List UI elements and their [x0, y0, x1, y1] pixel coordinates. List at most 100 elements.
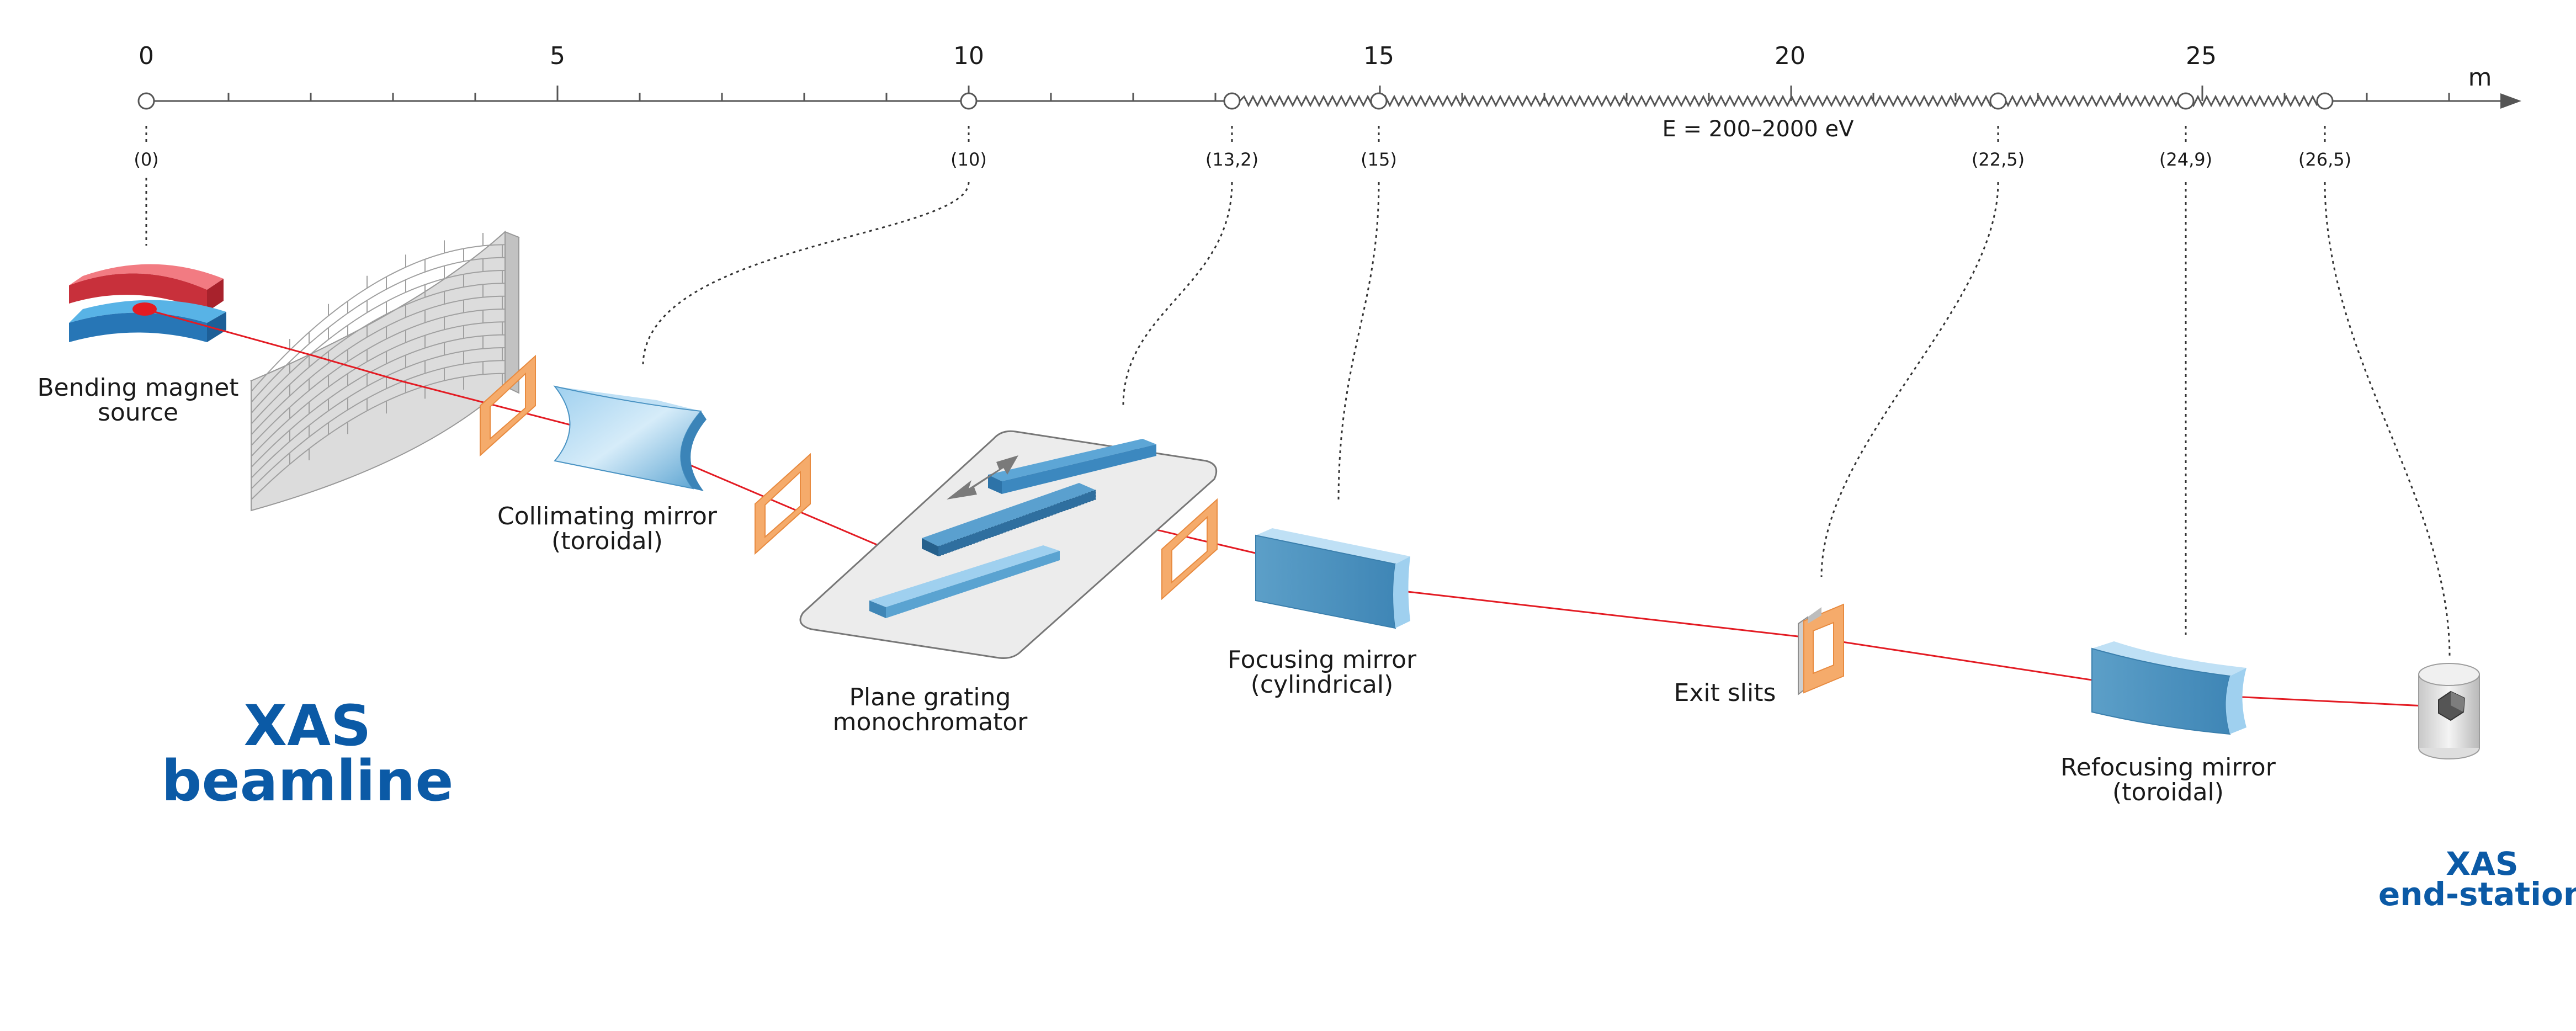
position-label-24-9: (24,9)	[2159, 149, 2212, 170]
wall-brick-course	[251, 283, 506, 424]
collimating-mirror	[553, 385, 707, 491]
axis-tick-label-10: 10	[953, 42, 984, 70]
magnet-upper-pole	[69, 264, 224, 290]
leader-line-26-5	[2324, 126, 2451, 657]
collimating-label-line1: Collimating mirror	[497, 502, 718, 530]
leader-line-10	[642, 126, 970, 365]
aperture-3-frame	[1161, 498, 1218, 600]
source-label-line1: Bending magnet	[37, 374, 238, 402]
aperture-1-frame	[480, 354, 536, 457]
focusing-mirror	[1255, 528, 1410, 629]
chamber-top	[2418, 663, 2480, 686]
magnet-lower-pole-side	[69, 312, 207, 342]
axis-tick-label-20: 20	[1775, 42, 1805, 70]
bending-magnet	[69, 264, 226, 342]
axis-tick-label-0: 0	[139, 42, 154, 70]
grating-mirror-top	[869, 545, 1060, 607]
wall-brick-course	[251, 295, 506, 435]
magnet-upper-pole-side	[69, 273, 207, 312]
refocusing-label-line1: Refocusing mirror	[2060, 753, 2276, 782]
position-label-0: (0)	[134, 149, 158, 170]
axis-marker-15	[1370, 92, 1388, 110]
collimating-mirror-top	[555, 386, 701, 411]
axis-marker-13-2	[1223, 92, 1241, 110]
wall-brick-course	[251, 373, 506, 501]
exit-slits-aperture	[1813, 621, 1834, 674]
axis-wavy-segment	[1239, 94, 2318, 108]
premirror-side	[1002, 444, 1156, 494]
wall-brick-course	[251, 309, 506, 447]
grating-top	[922, 483, 1096, 546]
grating-label-line2: monochromator	[833, 708, 1028, 736]
grating-monochromator	[799, 430, 1218, 659]
leader-line-15	[1337, 126, 1380, 503]
axis-unit: m	[2468, 63, 2492, 92]
focusing-mirror-top	[1256, 528, 1410, 564]
diffraction-grating	[922, 483, 1096, 557]
collimating-mirror-surface	[553, 385, 702, 490]
wall-brick-course	[251, 347, 506, 479]
focusing-label-line2: (cylindrical)	[1251, 671, 1394, 699]
grating-mirror-side	[886, 551, 1060, 618]
axis-marker-26-5	[2316, 92, 2334, 110]
axis-tick-label-5: 5	[550, 42, 565, 70]
wall-bricks	[251, 233, 506, 501]
collimating-mirror-end	[681, 411, 707, 491]
magnet-lower-pole-end	[207, 312, 226, 342]
diagram-title-line2: beamline	[161, 748, 453, 814]
grating-label-line1: Plane grating	[849, 683, 1011, 711]
aperture-2	[755, 453, 811, 555]
grating-mirror	[869, 545, 1060, 618]
premirror-top	[988, 439, 1156, 481]
refocusing-mirror-top	[2092, 641, 2246, 676]
aperture-2-frame	[755, 453, 811, 555]
position-label-15: (15)	[1361, 149, 1397, 170]
axis-tick-label-25: 25	[2186, 42, 2217, 70]
rotation-arrow-icon	[947, 455, 1018, 499]
magnet-upper-pole-end	[207, 279, 224, 312]
endstation-label-line2: end-station	[2378, 875, 2576, 913]
refocusing-label-line2: (toroidal)	[2112, 778, 2224, 806]
grating-side	[938, 490, 1096, 557]
end-station-chamber	[2418, 663, 2480, 759]
axis-marker-22-5	[1989, 92, 2007, 110]
axis-minor-ticks	[227, 86, 2450, 101]
refocusing-mirror-end	[2226, 668, 2246, 734]
wall-brick-course	[251, 321, 506, 457]
endstation-label-line1: XAS	[2446, 845, 2518, 883]
premirror-front	[988, 475, 1002, 494]
position-label-26-5: (26,5)	[2298, 149, 2351, 170]
grating-mirror-front	[869, 600, 886, 618]
diagram-title-line1: XAS	[243, 693, 371, 759]
exit-slits-back	[1808, 607, 1821, 624]
position-label-10: (10)	[950, 149, 987, 170]
shielding-wall	[249, 230, 520, 512]
aperture-1	[480, 354, 536, 457]
grating-front	[922, 538, 938, 556]
leader-line-13-2	[1122, 126, 1233, 406]
leader-lines	[145, 126, 2451, 657]
position-label-22-5: (22,5)	[1972, 149, 2025, 170]
leader-line-22-5	[1820, 126, 1999, 577]
axis-arrow-icon	[2500, 93, 2521, 109]
distance-axis: 0 5 10 15 20 25 m E = 200–2000 eV (0) (1…	[134, 42, 2521, 170]
wall-brick-course	[251, 360, 506, 490]
wall-brick-course	[251, 334, 506, 468]
sample-icon-face	[2451, 692, 2465, 712]
refocusing-mirror	[2091, 641, 2246, 735]
axis-marker-0	[137, 92, 155, 110]
axis-marker-24-9	[2177, 92, 2195, 110]
premirror	[988, 439, 1156, 494]
wall-brick-course	[251, 270, 506, 414]
wall-brick-course	[251, 257, 506, 403]
focusing-mirror-end	[1393, 556, 1410, 628]
aperture-3	[1161, 498, 1218, 600]
focusing-label-line1: Focusing mirror	[1228, 646, 1417, 674]
source-label-line2: source	[98, 398, 178, 427]
collimating-label-line2: (toroidal)	[551, 527, 663, 555]
wall-end	[504, 231, 519, 394]
position-label-13-2: (13,2)	[1205, 149, 1258, 170]
wall-brick-course	[251, 244, 506, 392]
axis-tick-label-15: 15	[1363, 42, 1394, 70]
